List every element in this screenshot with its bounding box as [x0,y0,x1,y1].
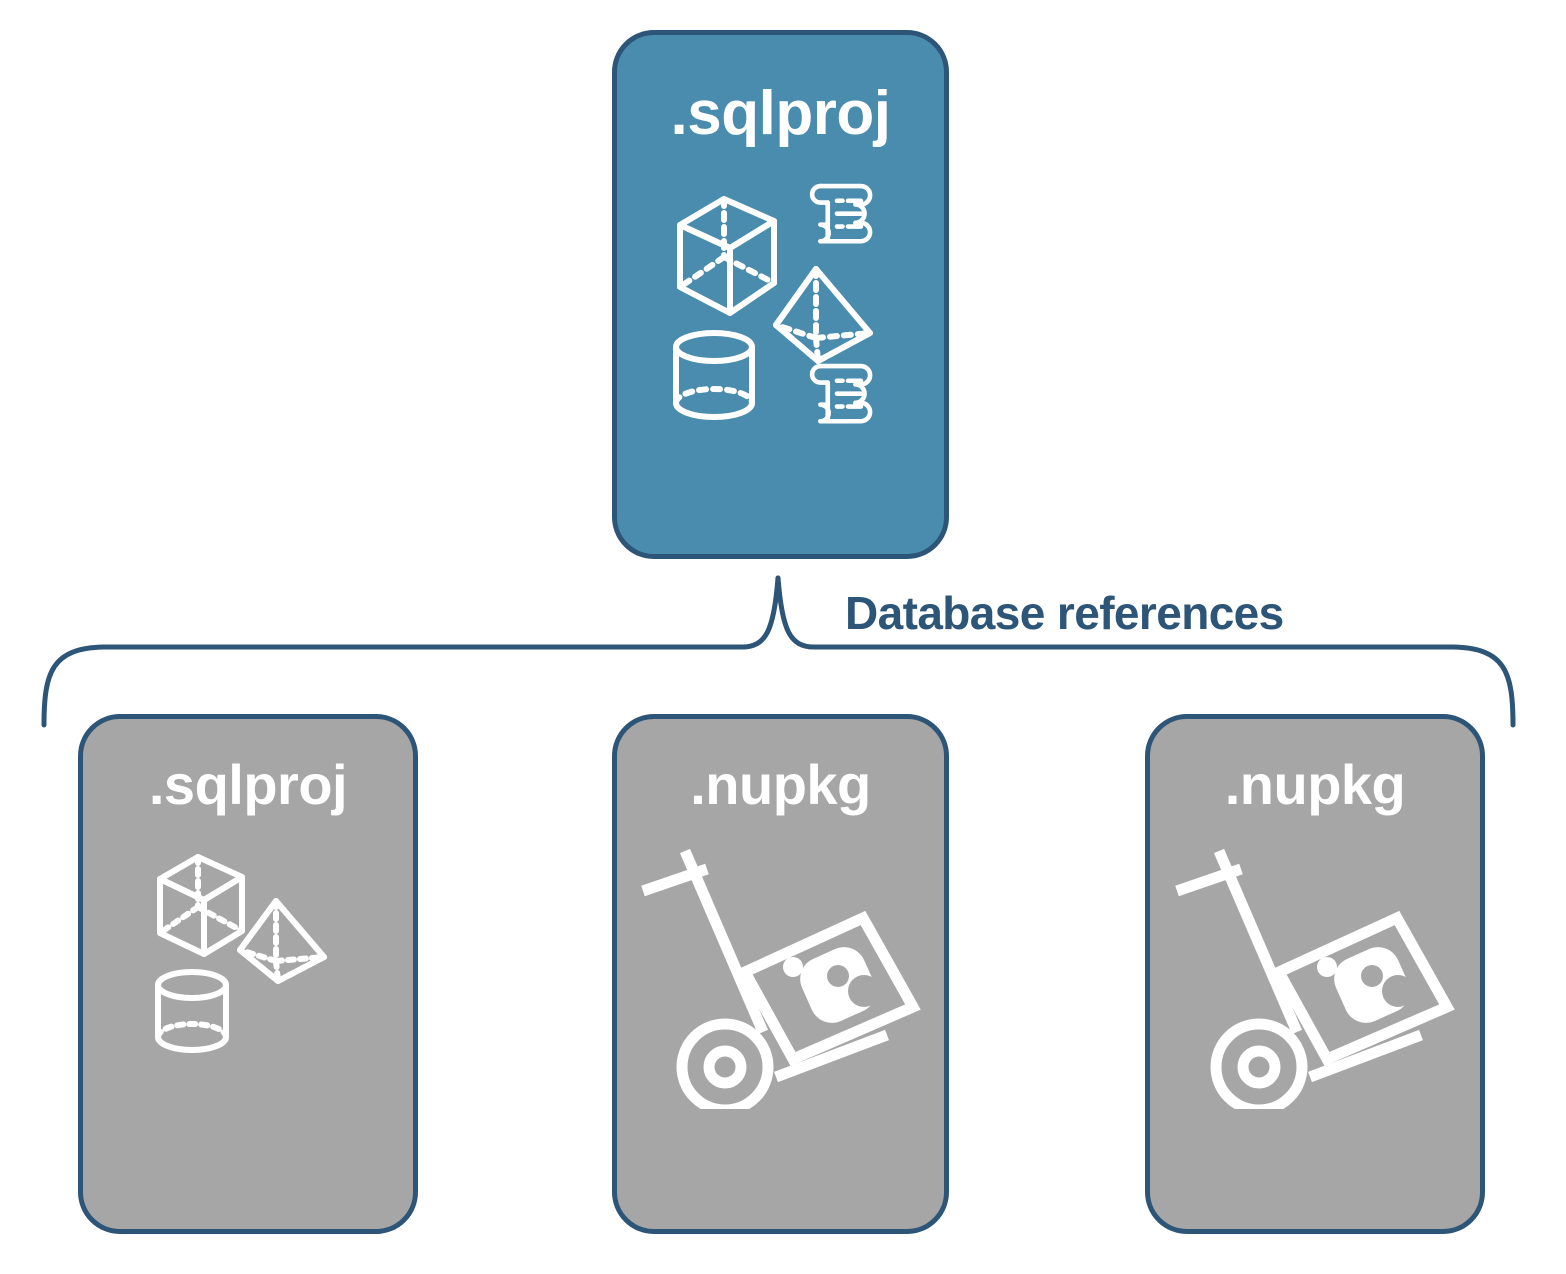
cylinder-wireframe-icon [672,330,755,420]
database-objects-icon [155,854,327,1053]
cylinder-wireframe-icon [155,969,229,1053]
cube-wireframe-icon [676,196,777,316]
reference-card-artwork [1150,839,1480,1109]
nuget-hand-truck-package-icon [640,848,921,1109]
database-objects-with-scripts-icon [672,183,873,424]
reference-card-sqlproj[interactable]: .sqlproj [78,714,418,1234]
brace-label-database-references: Database references [845,587,1284,639]
dolly-wheel-icon [676,1018,773,1109]
reference-card-artwork [617,839,944,1109]
nuget-glyph-holes [1361,965,1414,1007]
nuget-glyph-holes [826,965,880,1007]
reference-card-label: .sqlproj [148,753,348,816]
reference-card-label: .nupkg [690,753,871,816]
nuget-glyph-dot [782,957,803,977]
pyramid-wireframe-icon [772,266,873,364]
root-card-artwork [617,175,944,435]
dolly-wheel-icon [1210,1018,1308,1109]
reference-card-nupkg-1[interactable]: .nupkg [612,714,949,1234]
cube-wireframe-icon [157,854,245,957]
root-card-label: .sqlproj [670,79,891,148]
pyramid-wireframe-icon [237,898,327,984]
nuget-hand-truck-package-icon [1175,848,1455,1109]
script-scroll-icon [809,183,872,244]
nuget-glyph-dot [1317,957,1337,977]
root-sqlproj-card[interactable]: .sqlproj [612,30,949,559]
script-scroll-icon [809,363,872,424]
reference-card-nupkg-2[interactable]: .nupkg [1145,714,1485,1234]
reference-card-label: .nupkg [1224,753,1406,816]
reference-card-artwork [83,849,413,1079]
